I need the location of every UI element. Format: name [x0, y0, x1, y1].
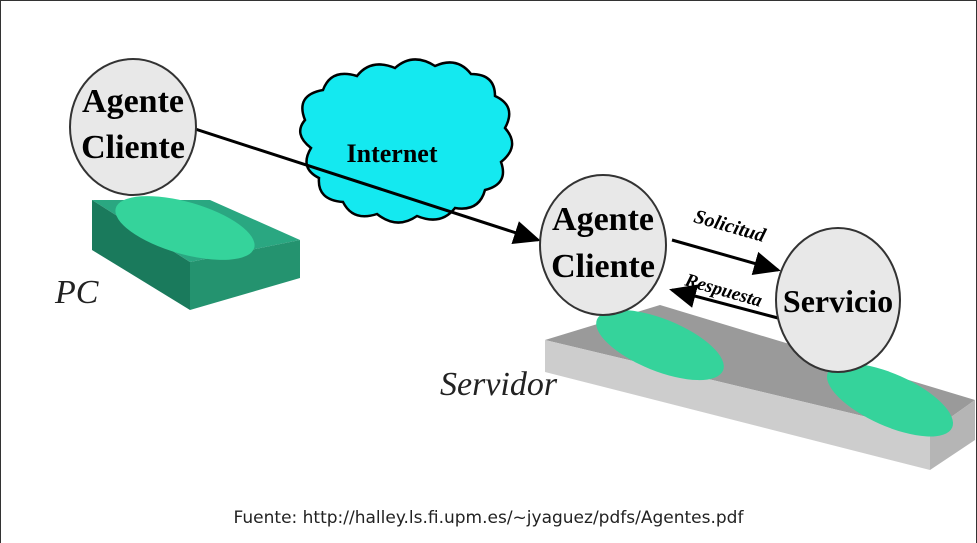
- service-circle: [775, 227, 901, 373]
- pc-agent-label-line1: Agente: [82, 83, 184, 120]
- service-label: Servicio: [783, 283, 893, 319]
- pc-label: PC: [54, 274, 99, 311]
- server-agent-label-line2: Cliente: [551, 248, 655, 285]
- server-agent-label-line1: Agente: [552, 201, 654, 238]
- source-caption: Fuente: http://halley.ls.fi.upm.es/~jyag…: [233, 508, 744, 528]
- cloud-shape: [298, 58, 514, 224]
- internet-cloud: Internet: [298, 58, 514, 224]
- response-arrow: [669, 284, 779, 320]
- service-shadow: [826, 363, 954, 437]
- request-label: Solicitud: [691, 206, 769, 248]
- service-node: Servicio: [775, 227, 901, 373]
- platform-front: [545, 340, 930, 470]
- server-client-agent-node: Agente Cliente: [539, 174, 667, 316]
- network-connection-arrow: [191, 126, 541, 245]
- cloud-label: Internet: [347, 139, 438, 168]
- response-label: Respuesta: [682, 269, 765, 311]
- pc-shadow: [115, 196, 255, 260]
- platform-side: [930, 400, 975, 470]
- server-platform: [545, 305, 975, 470]
- pc-block-left-face: [92, 200, 190, 310]
- pc-agent-circle: [69, 58, 197, 196]
- server-label: Servidor: [440, 366, 558, 403]
- pc-block: [92, 196, 300, 310]
- server-agent-circle: [539, 174, 667, 316]
- agent-shadow: [596, 309, 724, 381]
- request-arrow: [671, 238, 781, 276]
- pc-client-agent-node: Agente Cliente: [69, 58, 197, 196]
- pc-agent-label-line2: Cliente: [81, 129, 185, 166]
